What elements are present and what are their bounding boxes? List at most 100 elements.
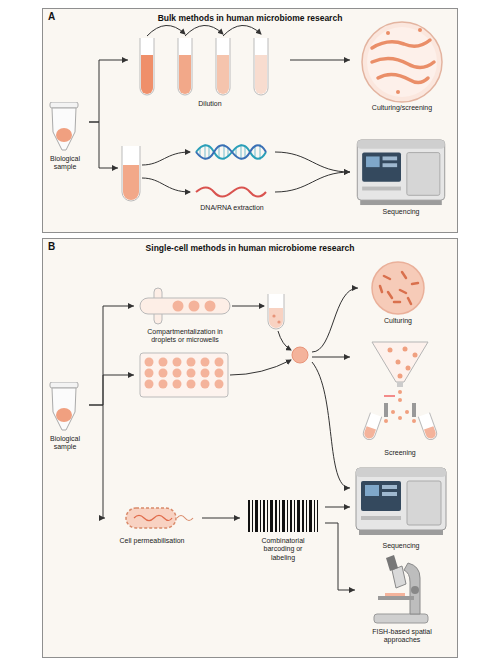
illustration-part xyxy=(384,347,418,424)
illustration-part xyxy=(287,500,288,532)
illustration-part xyxy=(294,500,295,532)
illustration-part xyxy=(201,369,210,378)
illustration-part xyxy=(418,413,438,442)
illustration-part xyxy=(384,403,388,417)
microwell-plate xyxy=(140,353,291,397)
illustration-part xyxy=(388,348,393,353)
illustration-part xyxy=(398,374,403,379)
arrow-head xyxy=(349,587,355,593)
flow-line xyxy=(312,362,350,488)
illustration-part xyxy=(394,301,400,304)
illustration-part xyxy=(277,320,280,323)
flow-arrow xyxy=(275,152,350,192)
panel-box: ABulk methods in human microbiome resear… xyxy=(42,8,458,233)
flow-line xyxy=(89,405,105,518)
illustration-part xyxy=(255,500,258,532)
flow-arrow xyxy=(325,504,350,510)
flow-arrow xyxy=(312,354,350,360)
flow-line xyxy=(89,60,128,122)
illustration-part xyxy=(126,508,176,528)
arrow-head xyxy=(344,354,350,360)
extraction-tube xyxy=(122,146,190,201)
illustration-part xyxy=(290,500,292,532)
illustration-part xyxy=(418,413,438,442)
illustration-part xyxy=(254,38,268,95)
illustration-part xyxy=(282,500,285,532)
arrow-head xyxy=(344,485,350,491)
illustration-part xyxy=(386,31,390,35)
illustration-part xyxy=(398,398,402,402)
illustration-part xyxy=(386,555,398,571)
illustration-part xyxy=(154,288,162,324)
illustration-part xyxy=(140,353,228,397)
illustration-part xyxy=(185,25,223,36)
flow-arrow xyxy=(89,303,134,405)
illustration-part xyxy=(187,358,196,367)
illustration-part xyxy=(269,308,283,328)
illustration-part xyxy=(248,500,250,532)
illustration-part xyxy=(263,500,265,532)
illustration-part xyxy=(412,283,418,284)
illustration-part xyxy=(215,358,224,367)
illustration-part xyxy=(404,563,420,614)
step-caption: Screening xyxy=(355,449,445,457)
illustrated-step: Compartmentalization in droplets or micr… xyxy=(134,283,312,400)
panel-title: Single-cell methods in human microbiome … xyxy=(43,244,457,253)
illustration-part xyxy=(270,500,273,532)
flow-arrow xyxy=(290,57,350,63)
illustration-part xyxy=(142,178,190,192)
illustration-part xyxy=(140,298,230,314)
flow-line xyxy=(312,288,358,352)
step-caption: DNA/RNA extraction xyxy=(192,204,272,212)
single-cell-compartment xyxy=(292,347,308,363)
illustration-part xyxy=(408,298,411,304)
illustration-part xyxy=(230,360,291,375)
step-caption: Sequencing xyxy=(361,208,441,216)
illustration-part xyxy=(201,380,210,389)
bacterium xyxy=(126,508,193,528)
step-caption: Biological sample xyxy=(43,435,87,452)
illustration-part xyxy=(380,272,418,304)
arrow-head xyxy=(99,515,105,521)
step-caption: FISH-based spatial approaches xyxy=(369,628,435,645)
sequencer xyxy=(357,140,444,205)
illustration-part xyxy=(378,74,428,82)
illustration-part xyxy=(232,306,264,307)
illustration-part xyxy=(155,299,161,313)
illustration-part xyxy=(398,390,402,394)
arrow-head xyxy=(352,285,358,291)
illustration-part xyxy=(424,426,437,440)
illustration-part xyxy=(196,145,266,159)
arrow-head xyxy=(344,57,350,63)
illustration-part xyxy=(275,500,277,532)
illustration-part xyxy=(145,358,224,389)
step-caption: Culturing/screening xyxy=(354,104,450,112)
illustration-part xyxy=(384,276,390,279)
illustration-part xyxy=(142,152,190,165)
illustration-part xyxy=(134,516,172,521)
illustration-part xyxy=(362,22,442,102)
illustration-part xyxy=(362,413,382,442)
cell-sorter xyxy=(362,342,439,441)
illustration-part xyxy=(179,55,191,94)
illustration-part xyxy=(145,380,154,389)
step-caption: Dilution xyxy=(180,100,240,108)
arrow-head xyxy=(344,169,350,175)
dna-helix xyxy=(196,144,266,160)
illustrated-step: Sequencing xyxy=(350,463,452,553)
illustration-part xyxy=(177,516,193,521)
illustrated-step: Cell permeabilisation xyxy=(105,498,202,554)
panel-ground xyxy=(42,238,458,658)
flow-line xyxy=(290,60,350,61)
step-caption: Compartmentalization in droplets or micr… xyxy=(137,328,233,345)
illustration-part xyxy=(374,614,428,623)
illustration-part xyxy=(189,301,200,312)
panel-box: BSingle-cell methods in human microbiome… xyxy=(42,238,458,658)
illustration-part xyxy=(402,272,406,278)
step-caption: Biological sample xyxy=(43,155,87,172)
illustration-part xyxy=(159,369,168,378)
sequencer xyxy=(356,468,446,535)
illustration-part xyxy=(196,145,266,159)
illustration-part xyxy=(252,500,253,532)
arrow-head xyxy=(122,57,128,63)
